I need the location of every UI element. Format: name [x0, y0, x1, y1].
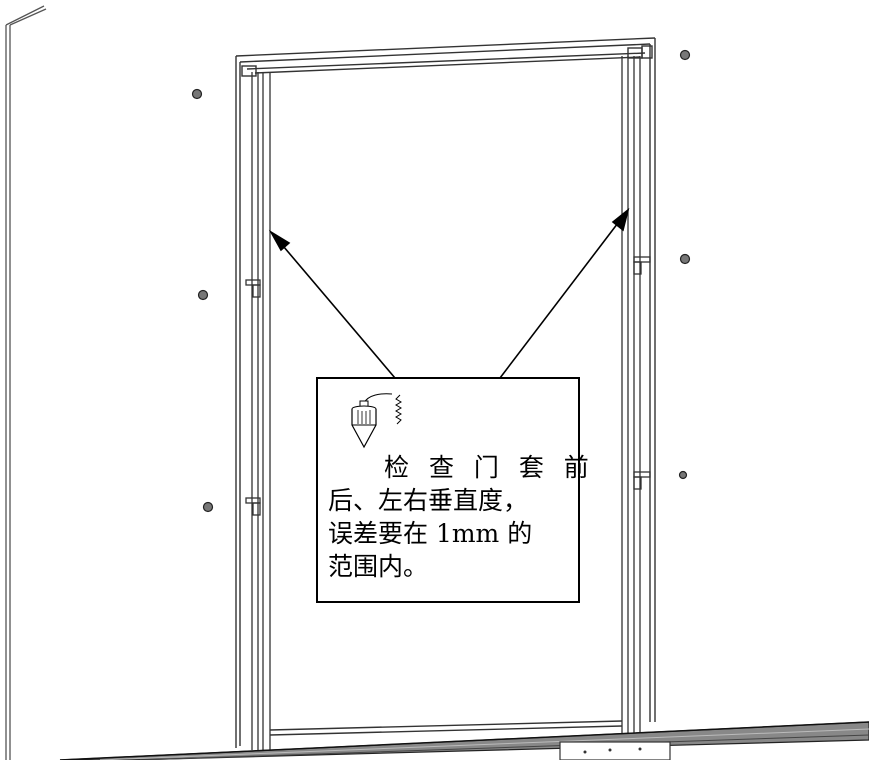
instruction-line-4: 范围内。 — [328, 552, 429, 581]
instruction-line-3: 误差要在 1mm 的 — [328, 519, 533, 548]
bolt-hole — [197, 289, 209, 301]
floor-beam — [59, 721, 869, 760]
left-arrow-line — [277, 239, 396, 379]
bolt-hole — [678, 470, 688, 480]
right-arrowhead — [611, 207, 630, 232]
left-arrowhead — [268, 229, 291, 252]
bolt-hole — [679, 49, 691, 61]
bolt-hole — [191, 88, 203, 100]
instruction-text: 检 查 门 套 前 后、左右垂直度， 误差要在 1mm 的 范围内。 — [328, 451, 595, 583]
instruction-line-2: 后、左右垂直度， — [328, 486, 529, 515]
right-arrow-line — [499, 218, 622, 379]
instruction-line-1: 检 查 门 套 前 — [384, 453, 595, 482]
left-wall-panel — [5, 5, 47, 760]
bolt-hole — [679, 253, 691, 265]
bolt-hole — [202, 501, 214, 513]
door-frame — [235, 37, 656, 748]
instruction-callout-box: 检 查 门 套 前 后、左右垂直度， 误差要在 1mm 的 范围内。 — [316, 377, 595, 603]
plumb-bob-icon — [351, 393, 402, 449]
bolt-holes — [191, 49, 691, 513]
left-jamb — [245, 72, 271, 750]
callout-arrows — [268, 207, 630, 379]
right-jamb — [621, 56, 651, 740]
